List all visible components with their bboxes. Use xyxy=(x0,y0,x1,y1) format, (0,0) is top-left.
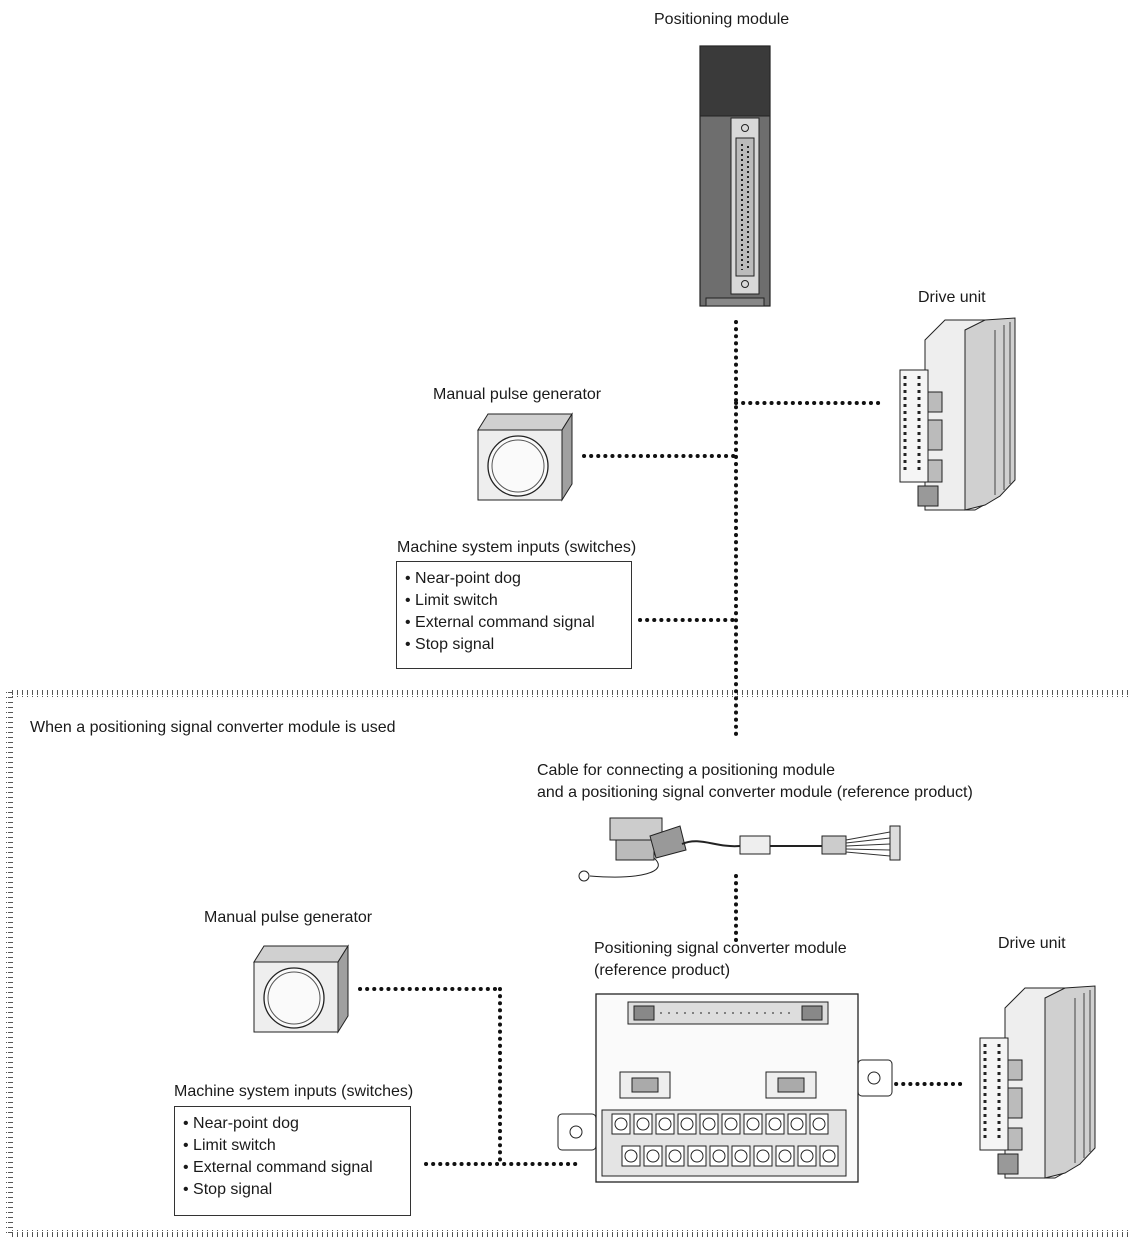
section-title: When a positioning signal converter modu… xyxy=(30,719,396,736)
cable-label-line1: Cable for connecting a positioning modul… xyxy=(537,762,835,779)
machine-input-item: Limit switch xyxy=(405,590,623,612)
machine-input-item: Limit switch xyxy=(183,1135,402,1157)
machine-inputs-title: Machine system inputs (switches) xyxy=(397,539,637,556)
machine-input-item: Near-point dog xyxy=(183,1113,402,1135)
converter-module-graphic xyxy=(557,993,893,1183)
machine-inputs-title-2: Machine system inputs (switches) xyxy=(174,1083,414,1100)
manual-pulse-generator-graphic-2 xyxy=(253,944,349,1034)
manual-pulse-generator-graphic xyxy=(477,412,573,502)
section-frame xyxy=(6,690,1130,1237)
positioning-module-graphic xyxy=(699,45,771,307)
manual-pulse-generator-label-2: Manual pulse generator xyxy=(204,909,373,926)
drive-unit-graphic-2 xyxy=(979,985,1096,1179)
machine-input-item: Stop signal xyxy=(405,634,623,656)
drive-unit-label: Drive unit xyxy=(918,289,986,306)
converter-label-line1: Positioning signal converter module xyxy=(594,940,847,957)
drive-unit-graphic xyxy=(899,317,1016,511)
drive-unit-label-2: Drive unit xyxy=(998,935,1066,952)
cable-graphic xyxy=(578,817,901,882)
cable-label-line2: and a positioning signal converter modul… xyxy=(537,784,973,801)
machine-input-item: External command signal xyxy=(405,612,623,634)
machine-input-item: Near-point dog xyxy=(405,568,623,590)
converter-label-line2: (reference product) xyxy=(594,962,731,979)
positioning-module-label: Positioning module xyxy=(654,11,790,28)
machine-input-item: External command signal xyxy=(183,1157,402,1179)
manual-pulse-generator-label: Manual pulse generator xyxy=(433,386,602,403)
machine-inputs-box: Near-point dog Limit switch External com… xyxy=(396,561,632,669)
machine-inputs-box-2: Near-point dog Limit switch External com… xyxy=(174,1106,411,1216)
machine-input-item: Stop signal xyxy=(183,1179,402,1201)
